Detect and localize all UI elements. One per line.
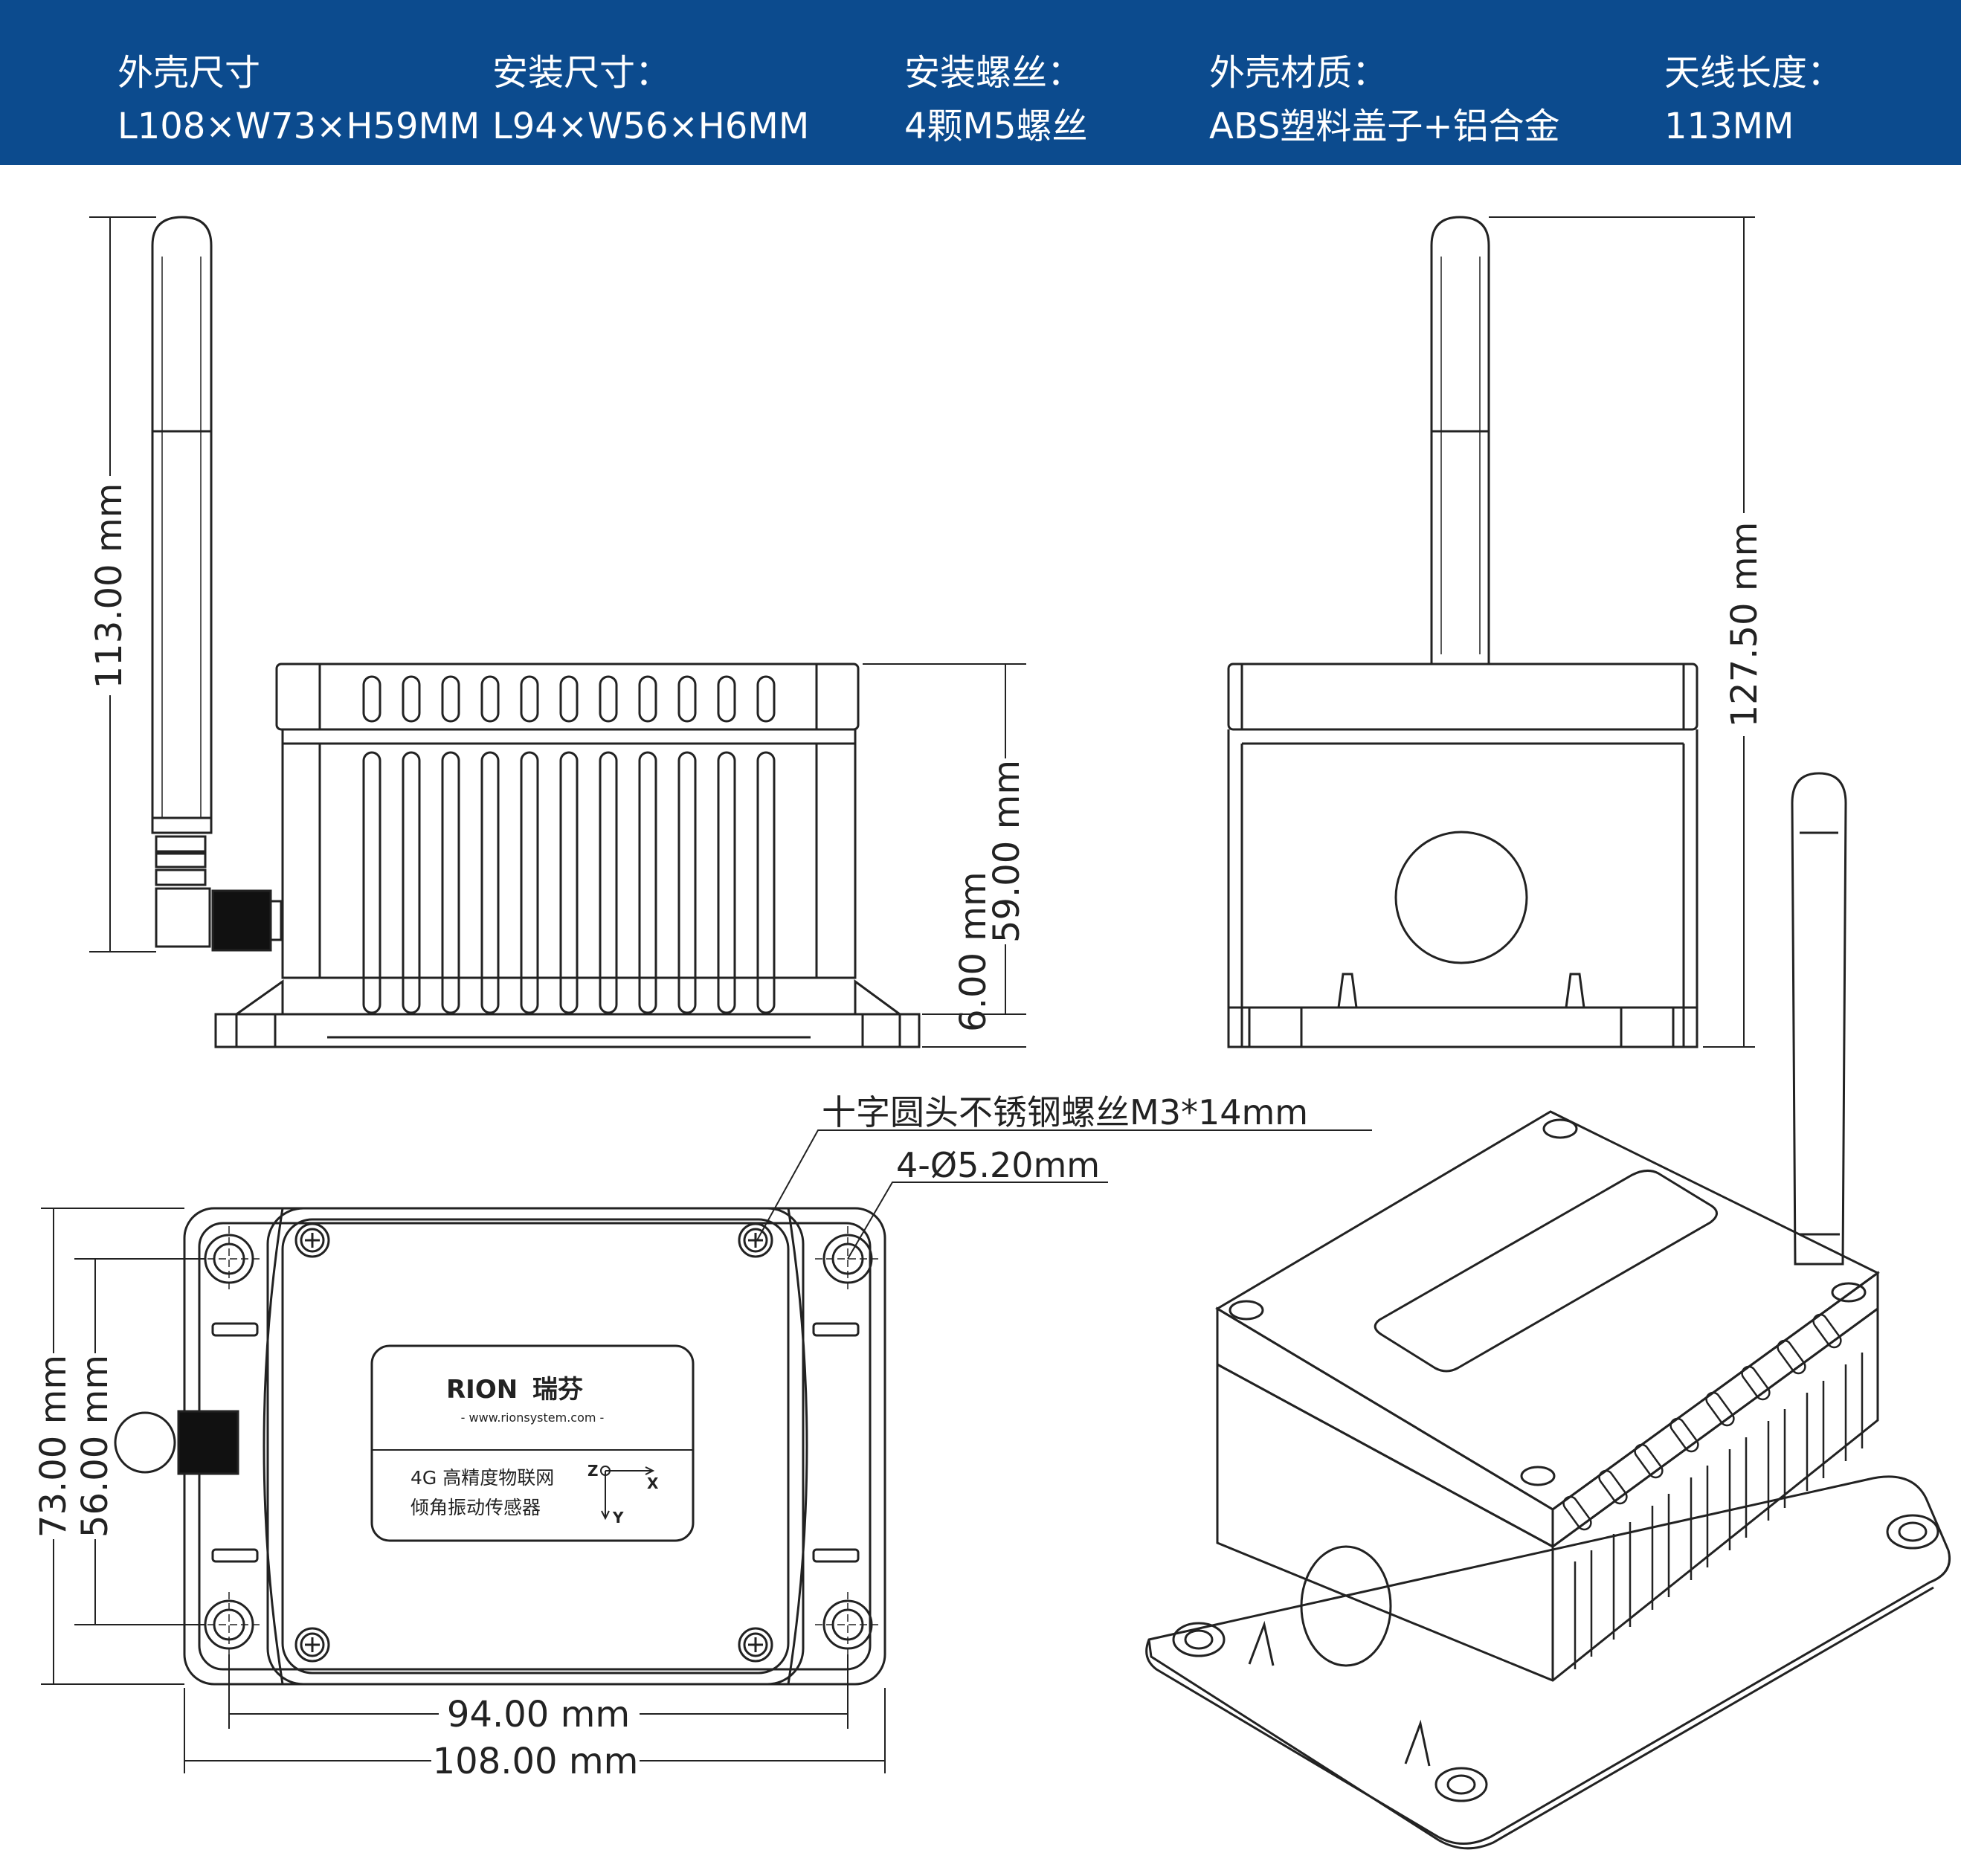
top-view bbox=[114, 1207, 886, 1686]
antenna-elbow bbox=[155, 887, 211, 948]
spec-value: L108×W73×H59MM bbox=[117, 106, 480, 147]
cooling-fins bbox=[362, 751, 776, 1014]
antenna-whip bbox=[1791, 772, 1847, 1266]
label-brand: RION bbox=[446, 1375, 518, 1405]
label-brand-cn: 瑞芬 bbox=[532, 1375, 583, 1405]
dim-antenna-length bbox=[89, 216, 156, 952]
mounting-holes bbox=[195, 1225, 882, 1659]
side-view bbox=[1227, 216, 1698, 1048]
lid-top bbox=[1215, 1110, 1880, 1511]
dim-length bbox=[184, 1654, 886, 1773]
mounting-base bbox=[1145, 1475, 1951, 1845]
spec-label: 安装螺丝： bbox=[904, 52, 1083, 94]
spec-housing-material: 外壳材质： ABS塑料盖子+铝合金 bbox=[1209, 46, 1560, 153]
vent-slots-upper bbox=[362, 675, 776, 723]
dim-antenna-length-label: 113.00 mm bbox=[88, 483, 130, 689]
dim-body-height-label: 59.00 mm bbox=[986, 760, 1028, 943]
axis-z: Z bbox=[587, 1462, 599, 1480]
axis-x: X bbox=[647, 1474, 659, 1492]
spec-housing-size: 外壳尺寸 L108×W73×H59MM bbox=[117, 46, 480, 153]
axis-y: Y bbox=[612, 1509, 624, 1527]
lid-outline bbox=[266, 1207, 805, 1686]
spec-mount-size: 安装尺寸： L94×W56×H6MM bbox=[492, 46, 809, 153]
label-line1: 4G 高精度物联网 bbox=[410, 1467, 554, 1489]
dim-total-length-label: 108.00 mm bbox=[433, 1741, 639, 1782]
sma-connector bbox=[211, 889, 272, 952]
spec-antenna-length: 天线长度： 113MM bbox=[1664, 46, 1843, 153]
lid-screws bbox=[294, 1222, 773, 1663]
lid bbox=[275, 663, 860, 731]
mounting-base bbox=[214, 1013, 921, 1048]
product-label bbox=[370, 1344, 695, 1542]
spec-label: 外壳尺寸 bbox=[117, 52, 261, 94]
dim-base-height-label: 6.00 mm bbox=[953, 871, 994, 1032]
isometric-view bbox=[1145, 772, 1951, 1850]
housing-body bbox=[1227, 729, 1698, 1048]
product-label bbox=[1374, 1170, 1718, 1373]
antenna-whip bbox=[1430, 216, 1490, 665]
spec-header-bar bbox=[0, 0, 1961, 165]
dim-body-height bbox=[863, 663, 1026, 1048]
dim-total-height-label: 127.50 mm bbox=[1724, 522, 1765, 728]
spec-value: 113MM bbox=[1664, 106, 1794, 147]
axis-indicator bbox=[600, 1466, 655, 1521]
lid bbox=[1227, 663, 1698, 731]
callout-leaders bbox=[756, 1129, 1372, 1260]
spec-label: 天线长度： bbox=[1664, 52, 1844, 94]
label-line2: 倾角振动传感器 bbox=[410, 1497, 541, 1518]
cable-gland-hole bbox=[1394, 831, 1528, 964]
antenna-whip bbox=[151, 216, 213, 834]
housing-body bbox=[281, 729, 857, 979]
spec-value: L94×W56×H6MM bbox=[492, 106, 810, 147]
spec-label: 外壳材质： bbox=[1209, 52, 1388, 94]
antenna-joint bbox=[155, 835, 207, 853]
label-website: - www.rionsystem.com - bbox=[461, 1411, 605, 1425]
cooling-fins bbox=[1574, 1353, 1864, 1669]
spec-label: 安装尺寸： bbox=[492, 52, 672, 94]
spec-value: 4颗M5螺丝 bbox=[904, 106, 1088, 147]
dim-mount-width-label: 56.00 mm bbox=[74, 1355, 116, 1538]
spec-mount-screws: 安装螺丝： 4颗M5螺丝 bbox=[904, 46, 1088, 153]
vent-slots bbox=[1562, 1313, 1842, 1531]
sma-connector bbox=[177, 1410, 239, 1475]
dim-total-height bbox=[1489, 216, 1755, 1048]
dim-total-width-label: 73.00 mm bbox=[33, 1355, 74, 1538]
spec-value: ABS塑料盖子+铝合金 bbox=[1209, 106, 1560, 147]
housing-body bbox=[1216, 1306, 1879, 1682]
dim-width bbox=[41, 1208, 205, 1685]
callout-hole: 4-Ø5.20mm bbox=[896, 1145, 1100, 1185]
base-plate-outline bbox=[183, 1207, 886, 1686]
antenna-connector-end bbox=[114, 1411, 176, 1474]
callout-screw: 十字圆头不锈钢螺丝M3*14mm bbox=[822, 1092, 1308, 1132]
cable-gland-hole bbox=[1300, 1545, 1392, 1667]
front-view bbox=[151, 216, 921, 1048]
dim-mount-length-label: 94.00 mm bbox=[447, 1694, 630, 1735]
